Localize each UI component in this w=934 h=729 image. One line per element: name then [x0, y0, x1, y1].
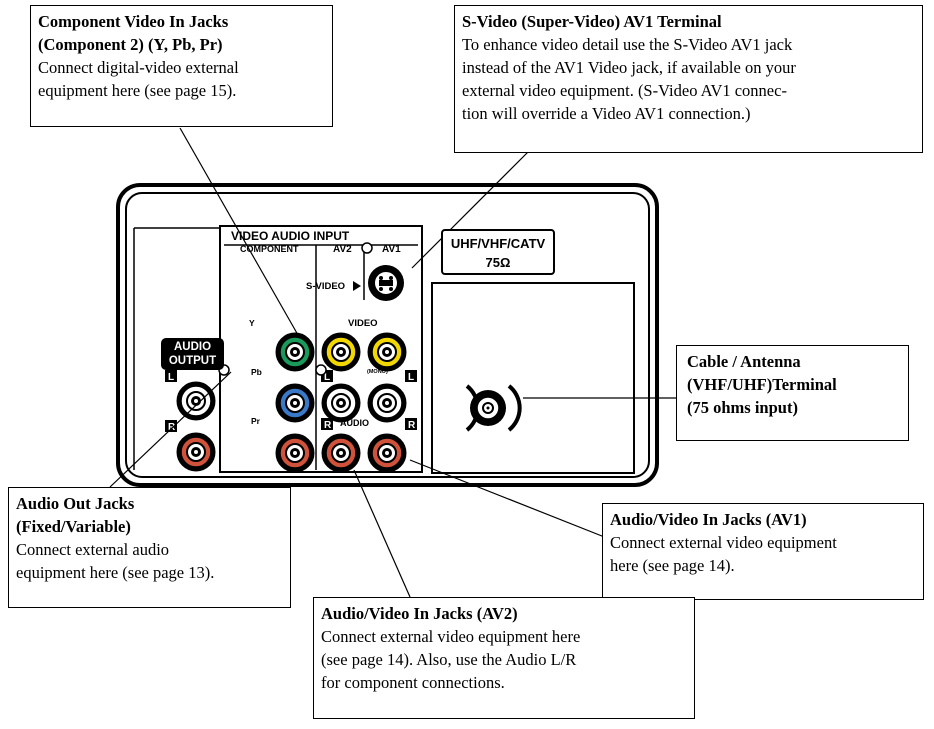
antenna-title-line1: Cable / Antenna	[687, 352, 801, 371]
av2-body-line2: (see page 14). Also, use the Audio L/R	[321, 650, 577, 669]
uhf-label-line2: 75Ω	[485, 255, 511, 270]
s-video-label: S-VIDEO	[306, 281, 345, 292]
antenna-connector	[465, 384, 522, 432]
audio-out-l-jack	[176, 381, 216, 421]
audio-out-r-badge: R	[165, 420, 177, 433]
av2-title: Audio/Video In Jacks (AV2)	[321, 604, 518, 623]
component-body-line2: equipment here (see page 15).	[38, 81, 237, 100]
av1-title: Audio/Video In Jacks (AV1)	[610, 510, 807, 529]
y-label: Y	[249, 318, 255, 328]
callout-audio-out: Audio Out Jacks (Fixed/Variable) Connect…	[8, 487, 291, 608]
av2-r-letter: R	[324, 420, 332, 431]
av1-r-letter: R	[408, 420, 416, 431]
audio-out-body-line2: equipment here (see page 13).	[16, 563, 215, 582]
video-label: VIDEO	[348, 318, 378, 329]
component-y-jack	[275, 332, 315, 372]
antenna-block	[431, 282, 635, 474]
svideo-body-line1: To enhance video detail use the S-Video …	[462, 35, 793, 54]
av2-l-letter: L	[324, 372, 330, 383]
av2-body-line1: Connect external video equipment here	[321, 627, 581, 646]
video-audio-input-label: VIDEO AUDIO INPUT	[231, 229, 350, 243]
av1-r-badge: R	[405, 418, 417, 431]
audio-out-r-jack	[176, 432, 216, 472]
av1-l-badge: L	[405, 370, 417, 383]
s-video-arrow-icon	[353, 281, 361, 291]
svideo-title: S-Video (Super-Video) AV1 Terminal	[462, 12, 722, 31]
mono-label: (MONO)	[367, 369, 388, 375]
av1-header-label: AV1	[382, 244, 401, 255]
component-pb-jack	[275, 383, 315, 423]
av1-video-jack	[367, 332, 407, 372]
pr-label: Pr	[251, 416, 261, 426]
component-title-line1: Component Video In Jacks	[38, 12, 229, 31]
housing-inner	[125, 192, 650, 478]
component-body-line1: Connect digital-video external	[38, 58, 239, 77]
av2-r-badge: R	[321, 418, 333, 431]
av1-body-line1: Connect external video equipment	[610, 533, 837, 552]
svideo-body-line4: tion will override a Video AV1 connectio…	[462, 104, 751, 123]
component-title-line2: (Component 2) (Y, Pb, Pr)	[38, 35, 223, 54]
component-pr-jack	[275, 433, 315, 473]
s-video-jack	[368, 265, 404, 301]
audio-label: AUDIO	[340, 418, 369, 428]
av1-l-letter: L	[408, 372, 414, 383]
audio-out-title-line2: (Fixed/Variable)	[16, 517, 131, 536]
leader-lines	[109, 127, 676, 598]
av2-audio-r-jack	[321, 433, 361, 473]
callout-av2: Audio/Video In Jacks (AV2) Connect exter…	[313, 597, 695, 719]
rca-jacks	[176, 332, 407, 473]
component-leader-dot	[315, 364, 327, 376]
audio-output-line2: OUTPUT	[168, 355, 217, 367]
av2-audio-l-jack	[321, 383, 361, 423]
av1-body-line2: here (see page 14).	[610, 556, 735, 575]
svideo-body-line3: external video equipment. (S-Video AV1 c…	[462, 81, 787, 100]
av2-video-jack	[321, 332, 361, 372]
av-header-dot	[361, 242, 373, 254]
audio-out-l-letter: L	[168, 372, 174, 383]
audio-out-title-line1: Audio Out Jacks	[16, 494, 135, 513]
callout-av1: Audio/Video In Jacks (AV1) Connect exter…	[602, 503, 924, 600]
callout-s-video: S-Video (Super-Video) AV1 Terminal To en…	[454, 5, 923, 153]
antenna-title-line3: (75 ohms input)	[687, 398, 798, 417]
uhf-label-line1: UHF/VHF/CATV	[450, 236, 546, 251]
svideo-body-line2: instead of the AV1 Video jack, if availa…	[462, 58, 796, 77]
callout-component-video: Component Video In Jacks (Component 2) (…	[30, 5, 333, 127]
pb-label: Pb	[251, 367, 262, 377]
av2-body-line3: for component connections.	[321, 673, 505, 692]
av1-audio-r-jack	[367, 433, 407, 473]
audio-out-l-badge: L	[165, 370, 177, 383]
callout-antenna: Cable / Antenna (VHF/UHF)Terminal (75 oh…	[676, 345, 909, 441]
av1-audio-l-jack	[367, 383, 407, 423]
audio-output-badge: AUDIO OUTPUT	[161, 338, 224, 370]
housing-outer	[116, 183, 659, 487]
audio-output-line1: AUDIO	[173, 341, 212, 353]
uhf-vhf-catv-label: UHF/VHF/CATV 75Ω	[441, 229, 555, 275]
antenna-title-line2: (VHF/UHF)Terminal	[687, 375, 837, 394]
component-label: COMPONENT	[240, 244, 299, 254]
audio-out-body-line1: Connect external audio	[16, 540, 170, 559]
av2-header-label: AV2	[333, 244, 352, 255]
